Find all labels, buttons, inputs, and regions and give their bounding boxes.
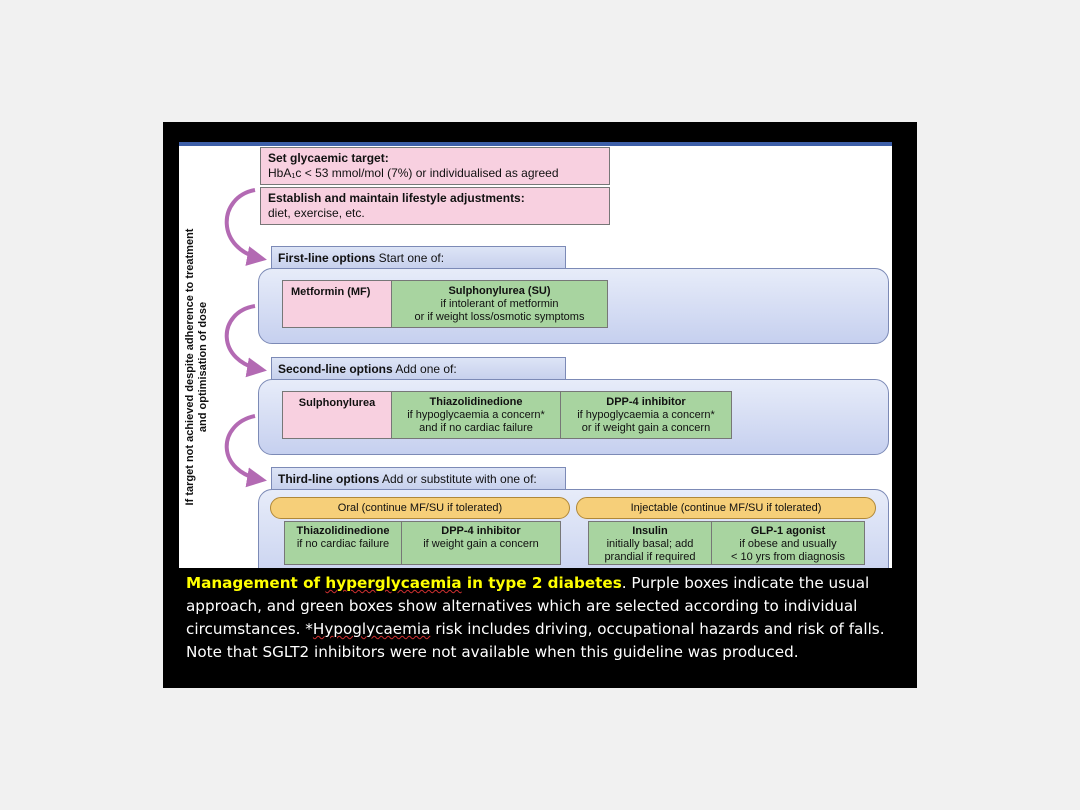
third-line-dpp4-sub: if weight gain a concern xyxy=(423,538,539,550)
caption-title-a: Management of xyxy=(186,574,326,592)
third-line-tzd-sub: if no cardiac failure xyxy=(296,538,390,550)
first-line-header-bold: First-line options xyxy=(278,251,376,265)
second-line-tzd-sub2: and if no cardiac failure xyxy=(419,422,533,434)
figure-caption: Management of hyperglycaemia in type 2 d… xyxy=(186,572,886,664)
second-line-dpp4-title: DPP-4 inhibitor xyxy=(606,396,686,408)
metformin-label: Metformin (MF) xyxy=(291,286,371,298)
side-loop-label-line1: If target not achieved despite adherence… xyxy=(184,228,196,506)
third-line-header: Third-line options Add or substitute wit… xyxy=(271,467,566,491)
insulin-sub2: prandial if required xyxy=(604,551,696,563)
first-line-header: First-line options Start one of: xyxy=(271,246,566,270)
lifestyle-text: diet, exercise, etc. xyxy=(268,206,365,220)
side-loop-label: If target not achieved despite adherence… xyxy=(184,202,210,532)
glp1-sub1: if obese and usually xyxy=(739,538,837,550)
arrow-to-second-line xyxy=(224,304,267,378)
third-line-header-bold: Third-line options xyxy=(278,472,380,486)
insulin-sub1: initially basal; add xyxy=(606,538,694,550)
second-line-header: Second-line options Add one of: xyxy=(271,357,566,381)
caption-text-c: risk includes driving, occupational haza… xyxy=(186,620,885,661)
second-line-su-box: Sulphonylurea xyxy=(282,391,392,439)
caption-title-c: in type 2 diabetes xyxy=(461,574,622,592)
second-line-dpp4-sub2: or if weight gain a concern xyxy=(581,422,711,434)
third-line-dpp4-title: DPP-4 inhibitor xyxy=(441,525,521,537)
third-line-tzd-box: Thiazolidinedione if no cardiac failure xyxy=(284,521,402,565)
injectable-pill: Injectable (continue MF/SU if tolerated) xyxy=(576,497,876,519)
glp1-title: GLP-1 agonist xyxy=(750,525,826,537)
first-line-su-title: Sulphonylurea (SU) xyxy=(448,285,551,297)
third-line-header-rest: Add or substitute with one of: xyxy=(379,472,537,486)
arrow-to-third-line xyxy=(224,414,267,488)
second-line-tzd-sub1: if hypoglycaemia a concern* xyxy=(407,409,545,421)
second-line-su-label: Sulphonylurea xyxy=(298,397,376,409)
caption-text-b: Hypoglycaemia xyxy=(312,620,431,638)
third-line-tzd-title: Thiazolidinedione xyxy=(296,525,390,537)
arrow-to-first-line xyxy=(224,188,267,266)
second-line-header-rest: Add one of: xyxy=(392,362,457,376)
lifestyle-title: Establish and maintain lifestyle adjustm… xyxy=(268,191,525,205)
glp1-box: GLP-1 agonist if obese and usually < 10 … xyxy=(711,521,865,565)
second-line-dpp4-sub1: if hypoglycaemia a concern* xyxy=(577,409,715,421)
glycaemic-target-box: Set glycaemic target: HbA₁c < 53 mmol/mo… xyxy=(260,147,610,185)
first-line-su-sub2: or if weight loss/osmotic symptoms xyxy=(414,311,585,323)
second-line-dpp4-box: DPP-4 inhibitor if hypoglycaemia a conce… xyxy=(560,391,732,439)
glycaemic-target-text: HbA₁c < 53 mmol/mol (7%) or individualis… xyxy=(268,166,559,180)
insulin-title: Insulin xyxy=(632,525,668,537)
metformin-box: Metformin (MF) xyxy=(282,280,392,328)
second-line-header-bold: Second-line options xyxy=(278,362,393,376)
first-line-su-box: Sulphonylurea (SU) if intolerant of metf… xyxy=(391,280,608,328)
third-line-dpp4-box: DPP-4 inhibitor if weight gain a concern xyxy=(401,521,561,565)
caption-title-b: hyperglycaemia xyxy=(325,574,462,592)
first-line-header-rest: Start one of: xyxy=(375,251,445,265)
caption-text-a: . Purple boxes indicate the usual approa… xyxy=(186,574,870,638)
figure-top-rule xyxy=(179,142,892,146)
second-line-tzd-box: Thiazolidinedione if hypoglycaemia a con… xyxy=(391,391,561,439)
glycaemic-target-title: Set glycaemic target: xyxy=(268,151,389,165)
glp1-sub2: < 10 yrs from diagnosis xyxy=(730,551,846,563)
first-line-su-sub1: if intolerant of metformin xyxy=(440,298,559,310)
flow-arrows xyxy=(224,188,267,488)
second-line-tzd-title: Thiazolidinedione xyxy=(429,396,523,408)
diagram-figure: Set glycaemic target: HbA₁c < 53 mmol/mo… xyxy=(179,142,892,568)
oral-pill: Oral (continue MF/SU if tolerated) xyxy=(270,497,570,519)
insulin-box: Insulin initially basal; add prandial if… xyxy=(588,521,712,565)
side-loop-label-line2: and optimisation of dose xyxy=(197,301,209,433)
lifestyle-box: Establish and maintain lifestyle adjustm… xyxy=(260,187,610,225)
